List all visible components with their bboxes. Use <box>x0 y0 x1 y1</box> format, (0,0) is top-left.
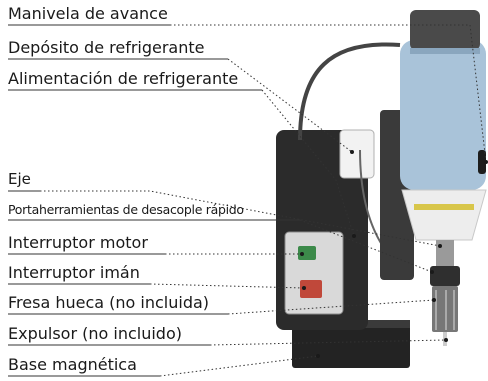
quick-release-chuck <box>430 266 460 286</box>
coolant-hose <box>298 42 401 141</box>
label-magnetic-base: Base magnética <box>8 355 137 374</box>
label-quick-release-chuck: Portaherramientas de desacople rápido <box>8 202 244 217</box>
leader-lines <box>40 24 487 377</box>
feed-handle <box>478 150 486 174</box>
label-coolant-supply: Alimentación de refrigerante <box>8 69 239 88</box>
label-annular-cutter: Fresa hueca (no incluida) <box>8 293 210 312</box>
magnet-switch <box>300 280 322 298</box>
label-magnet-switch: Interruptor imán <box>8 263 140 282</box>
magnetic-base <box>292 320 410 368</box>
spindle <box>436 240 454 266</box>
label-spindle: Eje <box>8 170 31 188</box>
label-ejector-pin: Expulsor (no incluido) <box>8 324 182 343</box>
label-underlines <box>8 24 300 377</box>
coolant-tank <box>339 129 375 179</box>
motor-switch <box>298 246 316 260</box>
chuck-ring <box>414 204 474 210</box>
label-feed-handle: Manivela de avance <box>8 4 168 23</box>
label-coolant-tank: Depósito de refrigerante <box>8 38 205 57</box>
label-motor-switch: Interruptor motor <box>8 233 148 252</box>
leader-dots <box>300 150 488 358</box>
motor-housing <box>400 40 486 190</box>
switch-panel <box>284 231 344 315</box>
